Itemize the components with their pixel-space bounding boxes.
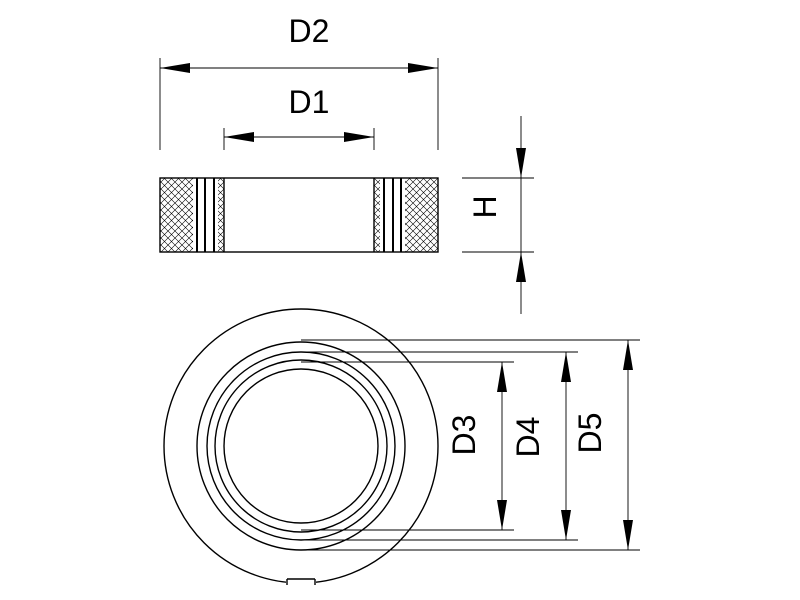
arrowhead [561, 352, 571, 382]
arrowhead [516, 252, 526, 282]
arrowhead [561, 510, 571, 540]
side-outline [159, 177, 439, 253]
flange-notch [286, 575, 316, 587]
dimension-label-d5: D5 [572, 413, 608, 454]
dimension-d3: D3 [301, 361, 514, 531]
dimension-label-d1: D1 [289, 84, 330, 120]
side-view [159, 177, 439, 253]
arrowhead [497, 362, 507, 392]
dimension-d1: D1 [223, 84, 375, 150]
arrowhead [623, 520, 633, 550]
arrowhead [344, 132, 374, 142]
dimension-label-d4: D4 [510, 417, 546, 458]
dimension-label-d3: D3 [446, 415, 482, 456]
arrowhead [516, 148, 526, 178]
arrowhead [224, 132, 254, 142]
arrowhead [160, 63, 190, 73]
outer-flange-circle [163, 308, 439, 584]
dimension-label-d2: D2 [289, 13, 330, 49]
dimension-label-h: H [467, 195, 503, 218]
seal-ring-inner [214, 359, 388, 533]
arrowhead [623, 340, 633, 370]
arrowhead [408, 63, 438, 73]
dimension-d2: D2 [159, 13, 439, 150]
top-view [163, 308, 439, 587]
bore-circle [223, 368, 379, 524]
arrowhead [497, 500, 507, 530]
dimension-d4: D4 [301, 351, 578, 541]
seal-ring-outer [196, 341, 406, 551]
seal-ring-middle [206, 351, 396, 541]
dimension-h: H [462, 116, 534, 314]
dimension-d5: D5 [301, 339, 640, 551]
